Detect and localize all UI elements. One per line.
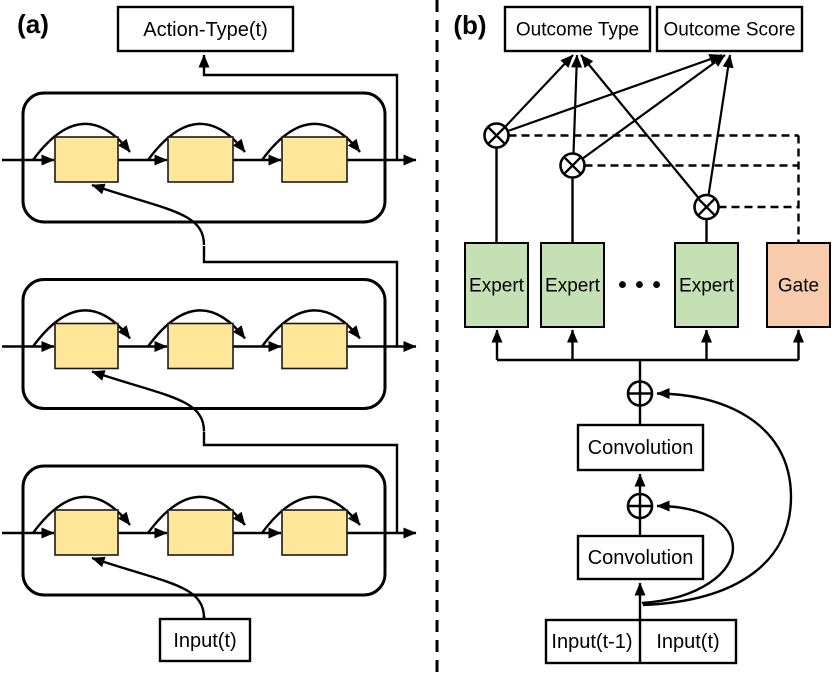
input-curr-label: Input(t)	[656, 631, 719, 653]
outcome-type-label: Outcome Type	[516, 20, 639, 41]
gate-dashed-lines	[508, 134, 800, 243]
panel-b-label: (b)	[453, 10, 486, 40]
convolution-lower-box	[576, 534, 705, 581]
multiply-icon	[693, 193, 720, 221]
rnn-block-top	[2, 93, 416, 245]
expert-label-1: Expert	[469, 276, 525, 297]
input-prev-label: Input(t-1)	[551, 631, 632, 653]
add-icon	[626, 492, 654, 520]
outcome-arrows	[504, 53, 734, 200]
rnn-block-bottom	[2, 466, 416, 618]
connector-mid	[202, 246, 399, 347]
expert-box-3	[674, 242, 739, 328]
connector-top-to-output	[198, 54, 399, 160]
rnn-block-middle	[2, 280, 416, 432]
expert-label-3: Expert	[679, 276, 735, 297]
skip-arc-inner	[641, 500, 735, 605]
convolution-lower-label: Convolution	[588, 547, 694, 569]
convolution-upper-box	[576, 423, 705, 472]
panel-b: (b) Outcome Type Outcome Score	[453, 5, 831, 665]
expert-label-2: Expert	[545, 276, 601, 297]
connector-low	[202, 432, 399, 533]
outcome-score-label: Outcome Score	[664, 20, 796, 41]
outcome-score-box	[655, 5, 804, 53]
skip-arc-outer	[642, 388, 793, 607]
action-type-label: Action-Type(t)	[143, 19, 267, 41]
expert-box-1	[464, 242, 529, 328]
input-t-label: Input(t)	[173, 630, 236, 652]
panel-a: (a) Action-Type(t) Input(t)	[2, 5, 416, 663]
input-t-box	[158, 617, 252, 663]
panel-a-label: (a)	[17, 9, 49, 39]
gate-label: Gate	[778, 276, 819, 297]
outcome-type-box	[503, 5, 652, 53]
expert-box-2	[540, 242, 605, 328]
action-type-box	[116, 5, 295, 53]
multiply-icon	[483, 122, 510, 149]
ellipsis-dots: • • •	[618, 272, 662, 299]
multiply-icon	[559, 152, 586, 179]
convolution-upper-label: Convolution	[588, 437, 694, 459]
add-icon	[626, 380, 654, 407]
gate-box	[766, 242, 831, 328]
